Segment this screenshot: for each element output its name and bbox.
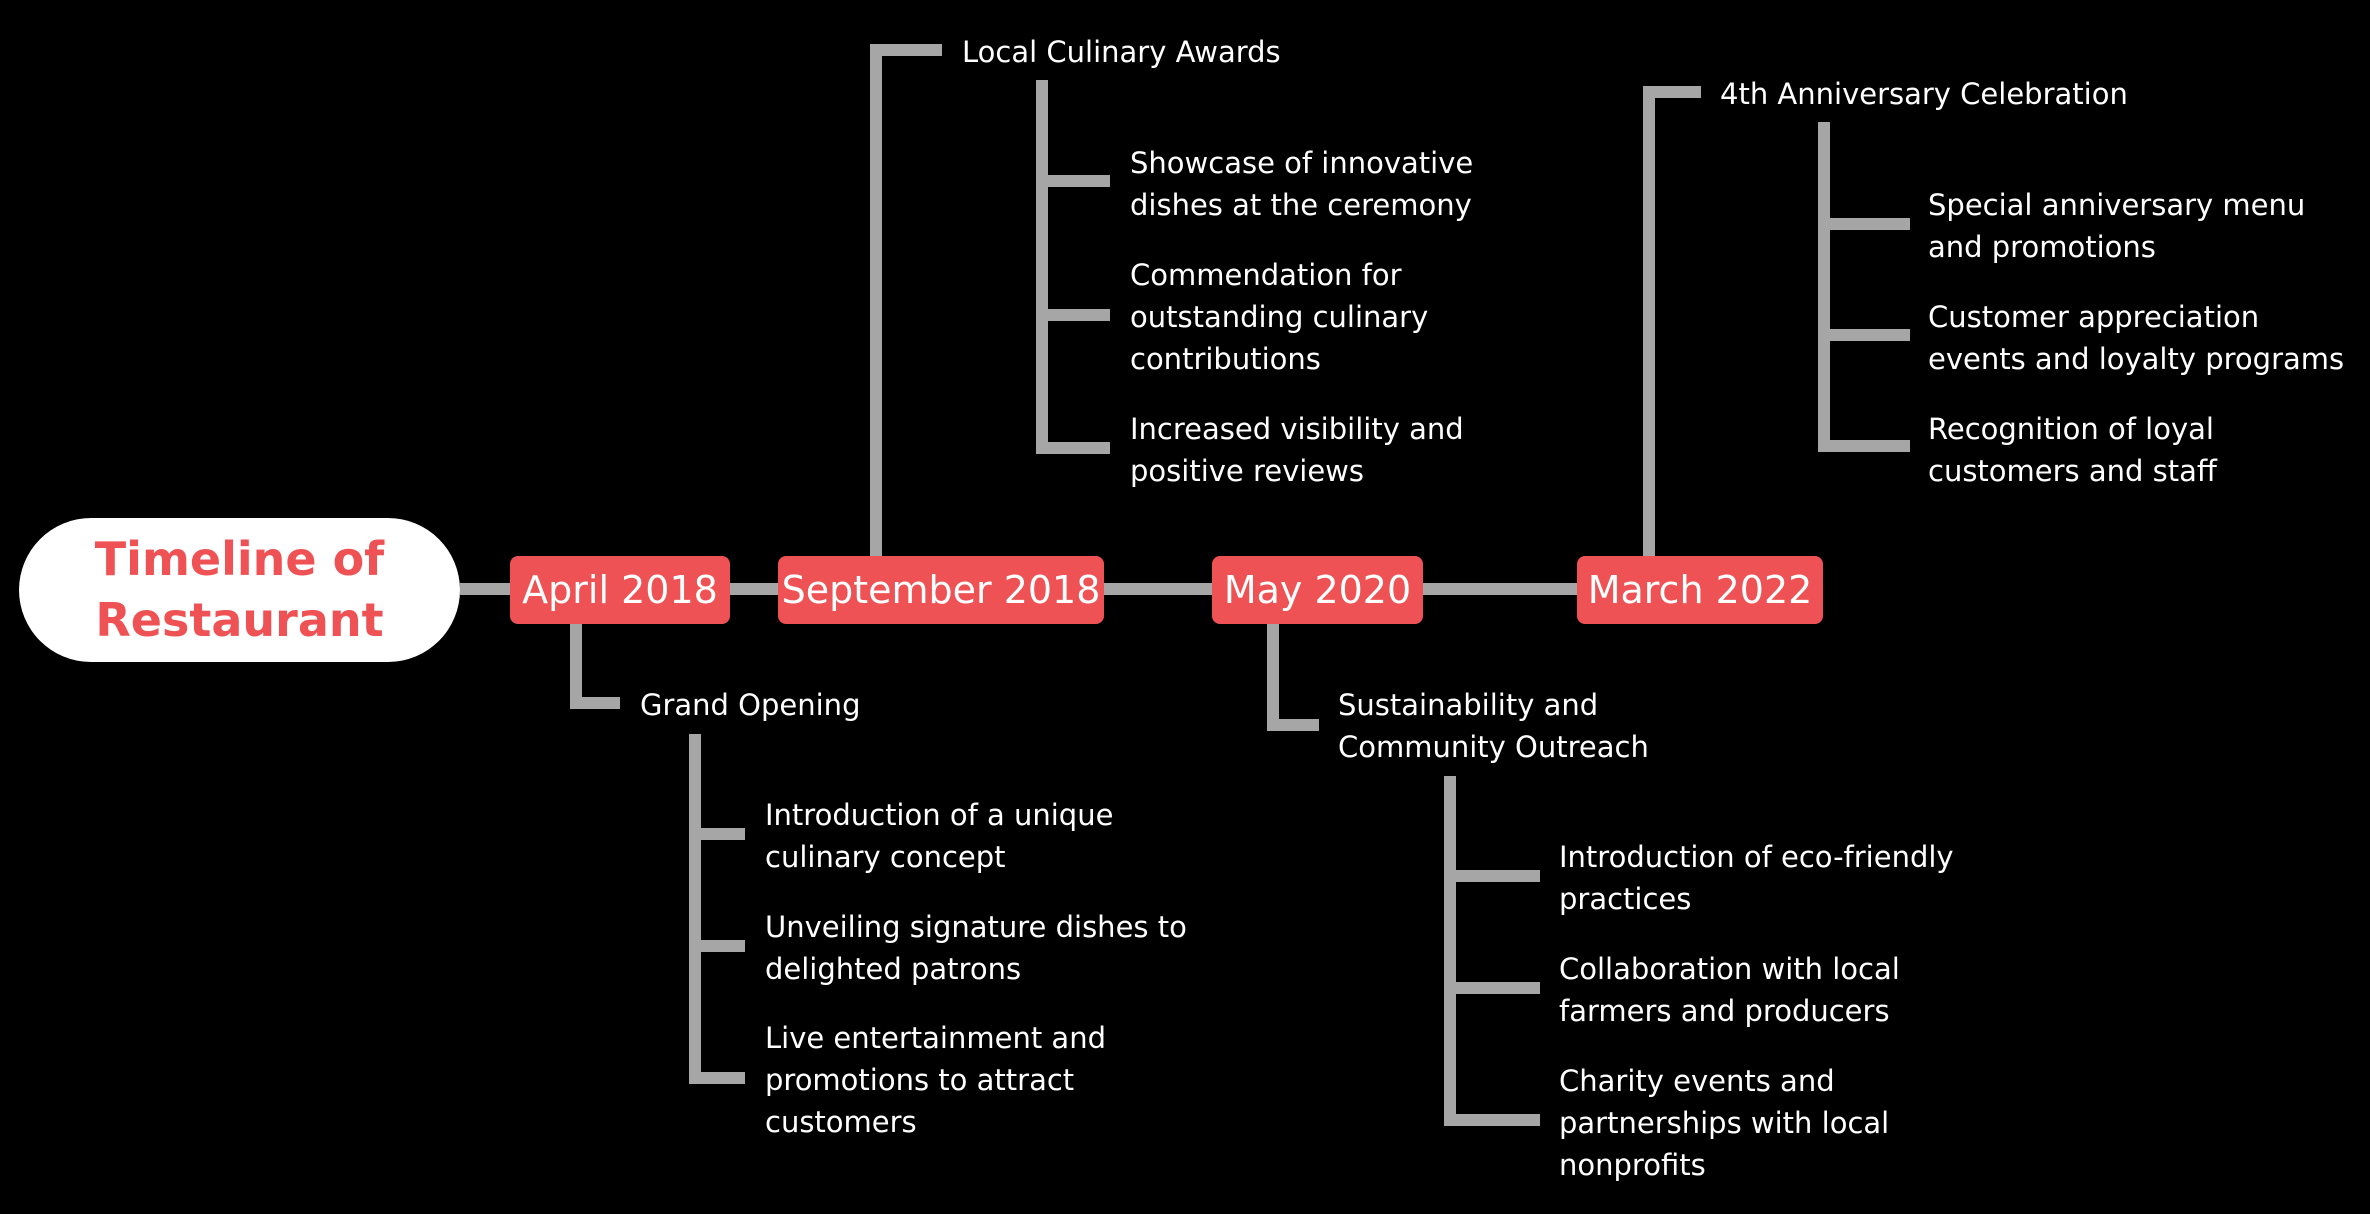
connector-line [570, 620, 582, 708]
date-node-march-2022: March 2022 [1577, 556, 1823, 624]
connector-line [870, 44, 942, 56]
detail-item: Introduction of eco-friendly practices [1559, 840, 1954, 916]
detail-item: Unveiling signature dishes to delighted … [765, 910, 1187, 986]
connector-line [1818, 122, 1830, 452]
event-grand-opening: Grand Opening [640, 688, 861, 722]
connector-line [1818, 329, 1910, 341]
detail-item: Customer appreciation events and loyalty… [1928, 300, 2345, 376]
connector-line [1267, 620, 1279, 731]
connector-line [1444, 870, 1540, 882]
connector-line [870, 44, 882, 558]
event-local-culinary-awards: Local Culinary Awards [962, 35, 1281, 69]
detail-item: Charity events and partnerships with loc… [1559, 1064, 1890, 1182]
connector-line [1036, 442, 1110, 454]
connector-line [1267, 719, 1319, 731]
event-4th-anniversary: 4th Anniversary Celebration [1720, 77, 2128, 111]
connector-line [1036, 80, 1048, 454]
connector-line [570, 697, 620, 709]
connector-line [1818, 440, 1910, 452]
connector-line [1444, 1114, 1540, 1126]
detail-item: Increased visibility and positive review… [1130, 412, 1464, 488]
detail-item: Live entertainment and promotions to att… [765, 1021, 1106, 1139]
connector-line [1643, 86, 1701, 98]
connector-line [689, 1072, 745, 1084]
detail-item: Introduction of a unique culinary concep… [765, 798, 1114, 874]
date-node-may-2020: May 2020 [1212, 556, 1423, 624]
detail-item: Special anniversary menu and promotions [1928, 188, 2306, 264]
date-node-april-2018: April 2018 [510, 556, 730, 624]
detail-item: Collaboration with local farmers and pro… [1559, 952, 1900, 1028]
event-sustainability-outreach: Sustainability and Community Outreach [1338, 688, 1649, 764]
detail-item: Recognition of loyal customers and staff [1928, 412, 2217, 488]
connector-line [1036, 175, 1110, 187]
date-node-september-2018: September 2018 [778, 556, 1104, 624]
detail-item: Commendation for outstanding culinary co… [1130, 258, 1429, 376]
connector-line [1444, 776, 1456, 1126]
connector-line [1036, 309, 1110, 321]
connector-line [689, 940, 745, 952]
connector-line [689, 828, 745, 840]
connector-line [689, 734, 701, 1084]
detail-item: Showcase of innovative dishes at the cer… [1130, 146, 1474, 222]
connector-line [1818, 218, 1910, 230]
root-title: Timeline of Restaurant [19, 518, 460, 662]
connector-line [1643, 86, 1655, 558]
connector-line [1444, 982, 1540, 994]
